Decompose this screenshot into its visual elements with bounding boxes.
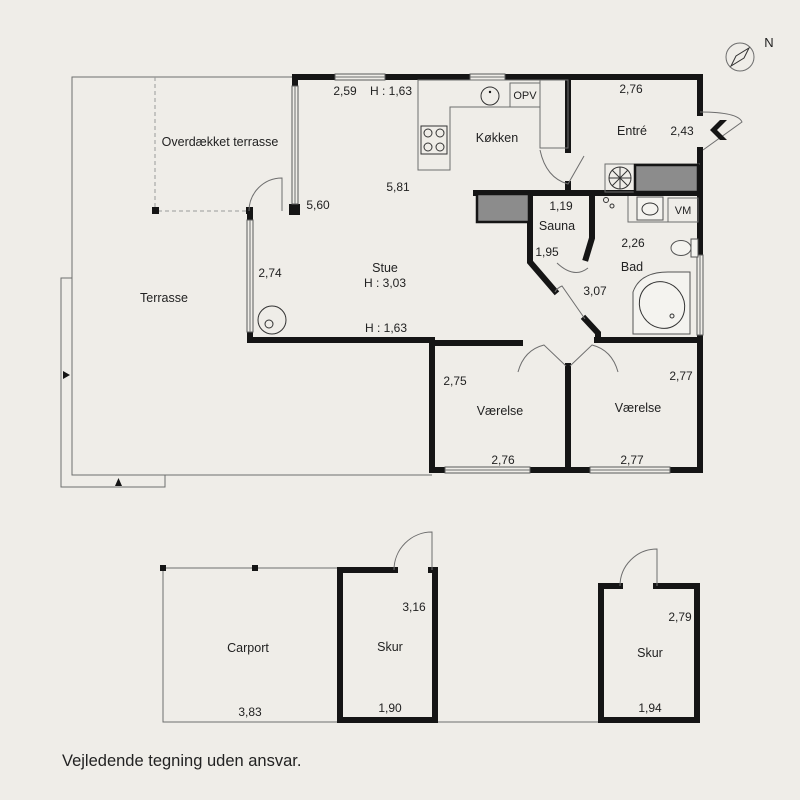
door-bathroom: [554, 285, 586, 320]
door-bedroom-left: [517, 344, 567, 373]
carport-bottom-dimension: 3,83: [238, 705, 262, 719]
living-room-label: Stue: [372, 261, 398, 275]
door-bedroom-right: [569, 344, 619, 373]
house-walls: [247, 74, 703, 473]
door-kitchen: [539, 149, 585, 185]
bathroom-depth: 3,07: [583, 284, 607, 298]
entrance-label: Entré: [617, 124, 647, 138]
shed-1-label: Skur: [377, 640, 403, 654]
shed-2-side-dimension: 2,79: [668, 610, 692, 624]
kitchen-label: Køkken: [476, 131, 518, 145]
living-room-top-height: H : 1,63: [370, 84, 412, 98]
bathroom-label: Bad: [621, 260, 643, 274]
living-room-side-dimension: 2,74: [258, 266, 282, 280]
washing-machine-label: VM: [675, 205, 692, 217]
entry-arrow-right-icon: [63, 371, 70, 379]
tall-cabinet: [539, 79, 569, 149]
shed-2-label: Skur: [637, 646, 663, 660]
carport-post: [160, 565, 166, 571]
living-room-length: 5,81: [386, 180, 410, 194]
bathroom-width: 2,26: [621, 236, 645, 250]
carport-label: Carport: [227, 641, 269, 655]
living-room-bottom-height: H : 1,63: [365, 321, 407, 335]
bathroom-fixtures: [603, 196, 699, 335]
entrance-arrow-icon: [710, 120, 727, 140]
living-room-left-dimension: 5,60: [306, 198, 330, 212]
sauna-label: Sauna: [539, 219, 575, 233]
door-covered-terrace: [248, 177, 283, 212]
bedroom-left-bottom-dimension: 2,76: [491, 453, 515, 467]
shower-tap-icon: [603, 197, 615, 209]
sauna-right-wall: [582, 190, 595, 262]
covered-terrace-dashed-edge: [154, 77, 246, 212]
carport-post: [252, 565, 258, 571]
living-room-top-dimension: 2,59: [333, 84, 357, 98]
sauna-side-cabinet: [475, 192, 531, 224]
terrace-outline: [60, 76, 432, 488]
bedroom-left-label: Værelse: [477, 404, 524, 418]
terrace-boundary: [71, 76, 432, 476]
labels: 2,59 H : 1,63 OPV Køkken 2,76 Entré 2,43…: [62, 82, 694, 770]
window-living-room-lower-left: [246, 219, 254, 333]
windows: [246, 73, 704, 474]
door-sauna: [556, 262, 589, 273]
sauna-width: 1,19: [549, 199, 573, 213]
entry-arrow-up-icon: [115, 478, 122, 486]
wardrobe: [633, 163, 700, 194]
window-top-kitchen: [469, 73, 506, 81]
terrace-steps: [60, 277, 166, 488]
terrace-post: [152, 207, 159, 214]
bedroom-right-bottom-dimension: 2,77: [620, 453, 644, 467]
entrance-fixtures: [604, 163, 700, 194]
bath-diagonal-wall: [580, 314, 601, 343]
disclaimer: Vejledende tegning uden ansvar.: [62, 752, 301, 770]
kitchen-sink-icon: [480, 86, 500, 106]
doors: [248, 111, 743, 373]
window-bedroom-left: [444, 466, 531, 474]
shed-1-walls: [337, 567, 438, 723]
bedroom-right-side-dimension: 2,77: [669, 369, 693, 383]
compass-icon: [725, 42, 755, 72]
shed-1-bottom-dimension: 1,90: [378, 701, 402, 715]
window-living-room-upper-left: [291, 85, 299, 205]
shed-2-walls: [598, 583, 700, 723]
wood-stove-icon: [257, 305, 287, 335]
sauna-depth: 1,95: [535, 245, 559, 259]
shed-2-door: [619, 548, 658, 587]
toilet-icon: [670, 238, 699, 258]
terrace-label: Terrasse: [140, 291, 188, 305]
living-room-ceiling-height: H : 3,03: [364, 276, 406, 290]
covered-terrace-label: Overdækket terrasse: [162, 135, 279, 149]
shed-1: [337, 531, 438, 723]
compass-north-label: N: [764, 35, 773, 50]
dishwasher-label: OPV: [513, 90, 537, 102]
living-room-post: [289, 204, 300, 215]
bedroom-right-label: Værelse: [615, 401, 662, 415]
bathroom-sink-icon: [636, 196, 664, 221]
door-entrance: [699, 111, 743, 151]
shed-2: [598, 548, 700, 723]
stove-icon: [420, 125, 448, 155]
fan-icon: [608, 166, 632, 190]
shed-2-bottom-dimension: 1,94: [638, 701, 662, 715]
window-bathroom: [696, 254, 704, 336]
window-bedroom-right: [589, 466, 671, 474]
window-top-living-room: [334, 73, 386, 81]
washing-machine-box: [667, 197, 699, 223]
shed-1-side-dimension: 3,16: [402, 600, 426, 614]
bedroom-left-side-dimension: 2,75: [443, 374, 467, 388]
bathtub-icon: [632, 271, 691, 335]
shed-1-door: [393, 531, 433, 571]
entrance-depth: 2,43: [670, 124, 694, 138]
kitchen-fixtures: [417, 79, 569, 171]
entrance-width: 2,76: [619, 82, 643, 96]
